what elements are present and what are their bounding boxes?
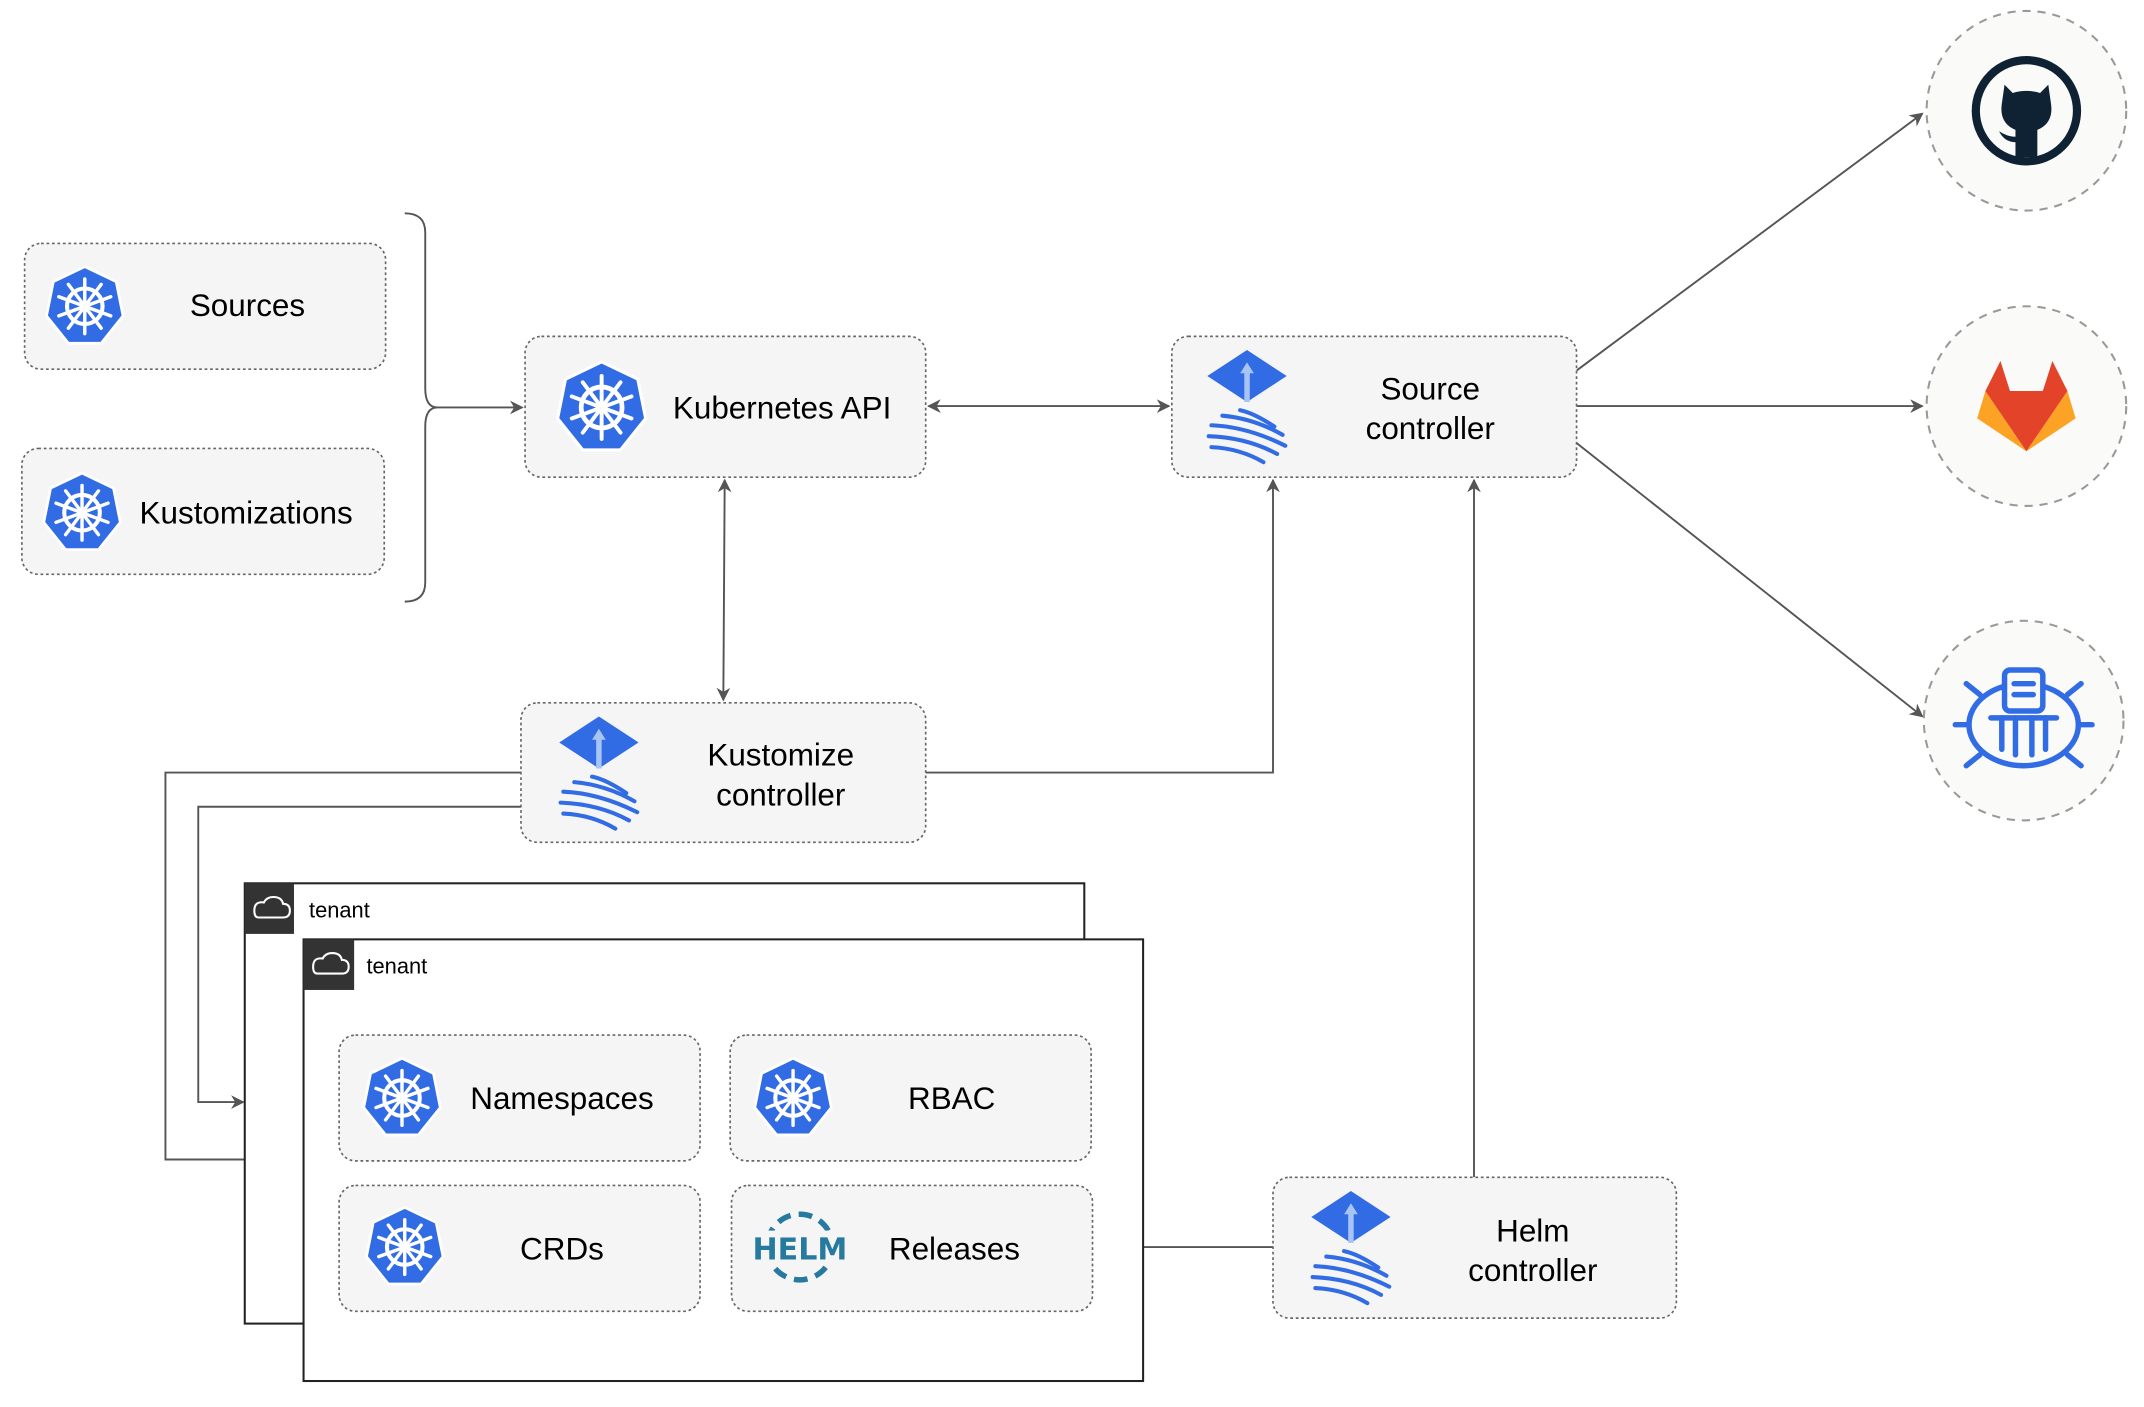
svg-text:Kustomize: Kustomize [707, 738, 854, 773]
helm-icon: HELM [752, 1211, 848, 1283]
node-sources[interactable]: Sources [23, 242, 387, 371]
kubernetes-icon [44, 473, 121, 550]
edge-kustomize-to-source [925, 478, 1280, 774]
tenant-header [244, 883, 294, 934]
tenant-header [303, 939, 355, 990]
svg-text:Kubernetes API: Kubernetes API [673, 390, 891, 425]
svg-text:tenant: tenant [309, 897, 370, 922]
github-icon [1971, 56, 2082, 166]
kubernetes-icon [755, 1058, 832, 1135]
kubernetes-icon [366, 1207, 443, 1284]
svg-text:Releases: Releases [889, 1231, 1020, 1266]
node-rbac[interactable]: RBAC [729, 1034, 1092, 1162]
node-source-controller[interactable]: Source controller [1170, 335, 1578, 479]
svg-text:CRDs: CRDs [520, 1231, 604, 1266]
svg-text:Namespaces: Namespaces [470, 1081, 653, 1116]
edge-kustomize-to-tenant-2 [164, 771, 521, 1167]
external-github[interactable] [1925, 9, 2128, 212]
external-gitlab[interactable] [1925, 305, 2128, 507]
node-kustomize-controller[interactable]: Kustomize controller [520, 701, 927, 844]
svg-text:controller: controller [716, 777, 845, 812]
gitlab-icon [1977, 360, 2076, 452]
node-helm-controller[interactable]: Helm controller [1272, 1176, 1678, 1319]
svg-text:HELM: HELM [752, 1232, 847, 1267]
node-crds[interactable]: CRDs [338, 1184, 701, 1313]
svg-text:Source: Source [1380, 371, 1480, 406]
svg-text:RBAC: RBAC [908, 1081, 995, 1116]
kubernetes-icon [364, 1058, 441, 1135]
bucket-icon [1952, 667, 2095, 769]
external-bucket[interactable] [1922, 619, 2125, 822]
node-kubernetes-api[interactable]: Kubernetes API [524, 335, 927, 479]
edge-source-to-github [1575, 112, 1924, 372]
node-kustomizations[interactable]: Kustomizations [21, 447, 386, 576]
svg-text:controller: controller [1468, 1253, 1597, 1288]
edge-source-to-bucket [1575, 442, 1924, 718]
svg-text:controller: controller [1366, 411, 1495, 446]
edge-sources-to-api [404, 212, 524, 415]
svg-text:tenant: tenant [366, 954, 427, 979]
edge-kustomize-to-tenant-1 [197, 805, 521, 1109]
node-releases[interactable]: HELM Releases [730, 1184, 1094, 1313]
edge-api-kustomize-controller [716, 478, 732, 702]
kubernetes-icon [558, 362, 646, 450]
brace-lower [404, 406, 438, 603]
svg-text:Helm: Helm [1496, 1214, 1569, 1249]
svg-text:Kustomizations: Kustomizations [140, 496, 353, 531]
svg-text:Sources: Sources [190, 288, 305, 323]
kubernetes-icon [46, 267, 123, 344]
node-namespaces[interactable]: Namespaces [338, 1034, 701, 1162]
